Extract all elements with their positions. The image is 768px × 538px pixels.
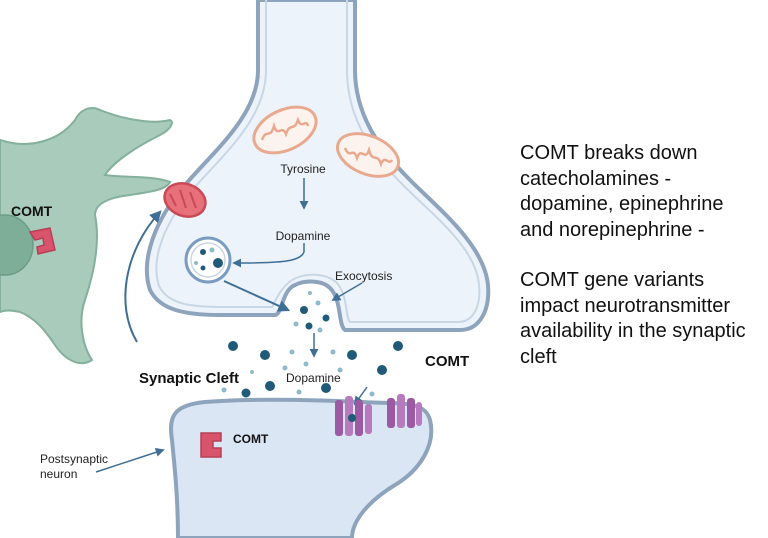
comt-enzyme-icon bbox=[28, 227, 56, 255]
mitochondrion-icon bbox=[335, 132, 401, 178]
label-postsynaptic-line2: neuron bbox=[40, 467, 77, 481]
dopamine-molecules-released bbox=[293, 291, 330, 333]
label-synaptic-cleft: Synaptic Cleft bbox=[139, 370, 239, 387]
comt-enzyme-icon bbox=[200, 432, 222, 458]
description-panel: COMT breaks down catecholamines - dopami… bbox=[520, 141, 760, 370]
glial-cell bbox=[0, 107, 173, 365]
description-paragraph-2: COMT gene variants impact neurotransmitt… bbox=[520, 269, 746, 368]
label-dopamine-vesicle: Dopamine bbox=[276, 229, 331, 243]
label-comt-glia: COMT bbox=[11, 203, 53, 219]
description-paragraph-1: COMT breaks down catecholamines - dopami… bbox=[520, 142, 724, 241]
synaptic-vesicle-icon bbox=[184, 236, 232, 284]
label-comt-cleft: COMT bbox=[425, 353, 469, 370]
label-exocytosis: Exocytosis bbox=[335, 269, 392, 283]
label-dopamine-cleft: Dopamine bbox=[286, 371, 341, 385]
label-comt-postsynaptic: COMT bbox=[233, 432, 269, 446]
dopamine-molecules-cleft bbox=[221, 341, 403, 422]
dopamine-receptor-icon bbox=[387, 394, 422, 428]
label-tyrosine: Tyrosine bbox=[280, 162, 326, 176]
dopamine-receptor-icon bbox=[335, 396, 372, 436]
mitochondrion-icon bbox=[252, 105, 318, 155]
glial-nucleus bbox=[0, 214, 34, 276]
label-postsynaptic-line1: Postsynaptic bbox=[40, 452, 108, 466]
mitochondrion-icon bbox=[163, 182, 207, 218]
